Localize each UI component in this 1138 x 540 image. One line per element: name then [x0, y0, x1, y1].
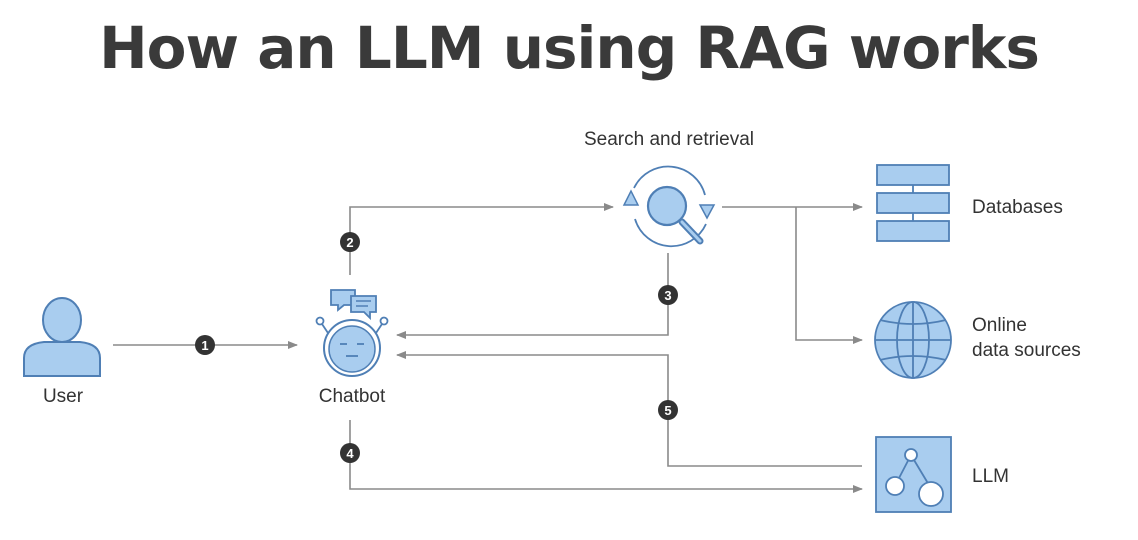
label-databases: Databases	[972, 197, 1063, 218]
label-user: User	[42, 386, 84, 407]
step-number: 4	[346, 446, 354, 461]
label-chatbot: Chatbot	[318, 386, 386, 407]
step-number: 3	[664, 288, 671, 303]
step-number: 5	[664, 403, 671, 418]
step-badge-5: 5	[658, 400, 678, 420]
step-number: 2	[346, 235, 353, 250]
diagram-title: How an LLM using RAG works	[99, 14, 1040, 82]
label-search-retrieval: Search and retrieval	[583, 129, 755, 150]
step-badge-1: 1	[195, 335, 215, 355]
label-data-sources: data sources	[972, 340, 1081, 361]
search-retrieval-icon	[622, 165, 716, 248]
connector-chatbot-to-llm	[349, 420, 863, 493]
step-badge-4: 4	[340, 443, 360, 463]
step-number: 1	[201, 338, 208, 353]
connector-search-to-online	[795, 207, 863, 344]
user-icon	[23, 297, 101, 377]
label-llm: LLM	[972, 466, 1009, 487]
step-badge-2: 2	[340, 232, 360, 252]
llm-network-icon	[875, 436, 952, 513]
connector-llm-to-chatbot	[396, 351, 862, 467]
step-badge-3: 3	[658, 285, 678, 305]
connector-chatbot-to-search	[349, 203, 614, 275]
database-icon	[876, 164, 950, 242]
chatbot-icon	[315, 289, 389, 377]
globe-icon	[874, 301, 952, 379]
connector-search-to-chatbot	[396, 253, 669, 339]
label-online: Online	[972, 315, 1027, 336]
